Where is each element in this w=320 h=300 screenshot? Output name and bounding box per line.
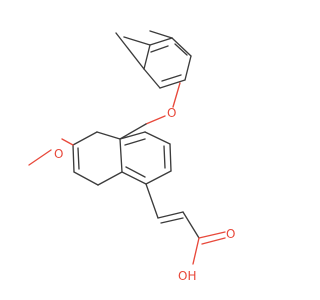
methoxy-methyl-bond xyxy=(28,149,52,166)
carbonyl-bond-inner xyxy=(201,237,226,245)
structure-canvas: O O O OH xyxy=(28,30,236,283)
methoxy-oxygen-label: O xyxy=(54,147,63,161)
vinyl-bond-2 xyxy=(182,211,200,239)
hydroxyl-bond xyxy=(192,237,200,265)
hydroxyl-label: OH xyxy=(178,269,196,283)
molecule-diagram: O O O OH xyxy=(28,30,235,283)
methyl-bond xyxy=(115,32,145,70)
carbonyl-oxygen-label: O xyxy=(226,227,235,241)
vinyl-double-bond xyxy=(157,211,184,219)
vinyl-bond-1 xyxy=(145,183,159,219)
ether-oxygen-label: O xyxy=(167,106,176,120)
aryl-oxygen-bond xyxy=(172,82,181,108)
tolyl-ring xyxy=(143,30,192,89)
methyl-bond xyxy=(123,36,151,46)
carbonyl-bond xyxy=(198,231,226,239)
methoxy-bond xyxy=(61,138,74,146)
vinyl-double-bond-inner xyxy=(160,217,184,224)
anisole-ring xyxy=(72,131,172,186)
methylene-bond xyxy=(119,123,147,140)
oxygen-methylene-bond xyxy=(145,115,166,125)
